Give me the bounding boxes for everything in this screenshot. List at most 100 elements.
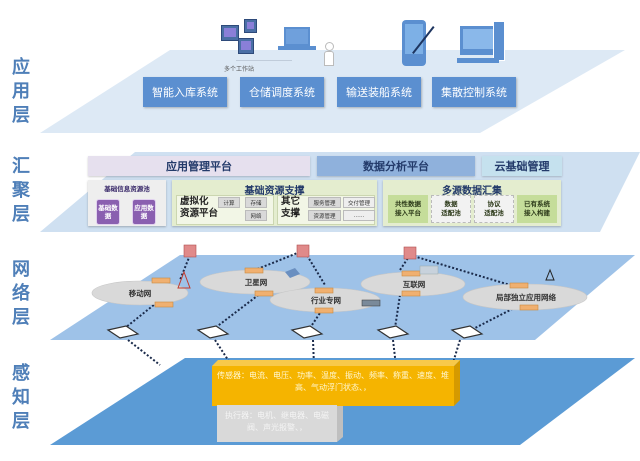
actuator-text: 执行器：电机、继电器、电磁阀、声光报警、， <box>225 411 329 432</box>
router-icon <box>519 304 539 311</box>
label-line: 支撑 <box>281 208 301 219</box>
label-line: 共性数据 <box>395 200 421 208</box>
label-line: 适配池 <box>484 209 504 217</box>
sensor-block-top <box>212 360 460 366</box>
wireless-router-icon <box>361 299 381 307</box>
header-data-analysis-platform[interactable]: 数据分析平台 <box>317 156 475 176</box>
gateway-icon <box>450 325 484 339</box>
common-data-access-platform[interactable]: 共性数据接入平台 <box>388 195 428 223</box>
header-label: 数据分析平台 <box>363 160 429 173</box>
label-char: 层 <box>12 411 30 432</box>
protocol-adapter-pool[interactable]: 协议适配池 <box>474 195 514 223</box>
data-adapter-pool[interactable]: 数据适配池 <box>431 195 471 223</box>
router-icon <box>154 301 174 308</box>
system-warehouse-scheduling[interactable]: 仓储调度系统 <box>240 77 324 107</box>
db-label: 应用数据 <box>134 204 154 220</box>
system-smart-inbound[interactable]: 智能入库系统 <box>143 77 227 107</box>
cloud-industry-private-network[interactable]: 行业专网 <box>311 296 341 305</box>
satellite-icon <box>285 268 300 278</box>
label-char: 聚 <box>12 180 30 201</box>
pc-tower <box>493 21 505 61</box>
desktop-computer-icon <box>460 26 496 55</box>
actuator-block-side <box>337 400 343 442</box>
label-line: 协议 <box>487 200 501 208</box>
router-icon <box>244 267 264 274</box>
resource-management-chip[interactable]: 资源管理 <box>308 210 341 221</box>
beacon-icon <box>545 268 555 281</box>
label-line: 数据 <box>444 200 458 208</box>
label-char: 层 <box>12 307 30 328</box>
laptop-icon <box>284 27 310 46</box>
network-chip[interactable]: 网络 <box>245 210 267 221</box>
gateway-icon <box>376 325 410 339</box>
label-line: 已有系统 <box>524 200 550 208</box>
resource-support-title: 基础资源支撑 <box>244 186 305 197</box>
gateway-devices <box>106 325 484 339</box>
system-label: 输送装船系统 <box>346 86 412 99</box>
system-dcs-control[interactable]: 集散控制系统 <box>432 77 516 107</box>
label-line: 资源平台 <box>180 208 219 219</box>
cloud-mobile-shape <box>91 280 189 306</box>
delivery-management-chip[interactable]: 交付管理 <box>343 197 375 208</box>
router-icon <box>314 307 334 314</box>
label-char: 网 <box>12 259 30 280</box>
database-basic-data-icon: 基础数据 <box>96 199 120 225</box>
antenna-tower-icon <box>177 270 191 289</box>
server-icon <box>183 244 197 258</box>
tablet-icon <box>402 20 426 66</box>
workstation-icon <box>238 38 254 54</box>
network-misc-icons <box>177 265 555 307</box>
layer-label-aggregation: 汇 聚 层 <box>10 155 32 227</box>
label-char: 用 <box>12 81 30 102</box>
header-label: 云基础管理 <box>494 160 550 173</box>
header-app-management-platform[interactable]: 应用管理平台 <box>88 156 310 176</box>
label-char: 层 <box>12 105 30 126</box>
other-support-label: 其它 支撑 <box>281 196 300 220</box>
system-label: 智能入库系统 <box>152 86 218 99</box>
label-char: 络 <box>12 283 30 304</box>
system-label: 仓储调度系统 <box>249 86 315 99</box>
database-app-data-icon: 应用数据 <box>132 199 156 225</box>
server-icon <box>403 246 417 260</box>
cloud-mobile-network[interactable]: 移动网 <box>128 289 152 298</box>
service-management-chip[interactable]: 服务管理 <box>308 197 341 208</box>
routers <box>151 267 539 314</box>
cloud-local-independent-network[interactable]: 局部独立应用网络 <box>496 293 556 302</box>
person-icon <box>324 42 334 66</box>
multi-source-title: 多源数据汇集 <box>442 186 502 197</box>
header-cloud-infra-management[interactable]: 云基础管理 <box>482 156 562 176</box>
label-char: 感 <box>12 363 30 384</box>
workstation-icon <box>221 25 239 41</box>
storage-chip[interactable]: 存储 <box>245 197 267 208</box>
header-label: 应用管理平台 <box>166 160 232 173</box>
layer-label-perception: 感 知 层 <box>10 362 32 434</box>
compute-chip[interactable]: 计算 <box>218 197 240 208</box>
router-icon <box>509 282 529 289</box>
workstation-icon <box>244 19 257 33</box>
more-chip[interactable]: …… <box>343 210 375 221</box>
server-icon <box>296 244 310 258</box>
keyboard-icon <box>457 58 499 63</box>
router-icon <box>401 290 421 297</box>
system-label: 集散控制系统 <box>441 86 507 99</box>
building-icon <box>419 265 439 275</box>
sensor-block[interactable]: 传感器：电流、电压、功率、温度、振动、频率、称重、速度、堆高、气动浮门状态、， <box>212 366 454 406</box>
router-icon <box>314 287 334 294</box>
layer-label-application: 应 用 层 <box>10 56 32 128</box>
legacy-system-access[interactable]: 已有系统接入构建 <box>517 195 557 223</box>
label-line: 其它 <box>281 196 301 207</box>
router-icon <box>151 277 171 284</box>
router-icon <box>401 270 421 277</box>
actuator-block[interactable]: 执行器：电机、继电器、电磁阀、声光报警、， <box>217 405 337 442</box>
label-line: 接入构建 <box>524 209 550 217</box>
application-layer-plane <box>40 50 625 133</box>
workstation-caption: 多个工作站 <box>224 66 255 73</box>
cloud-internet[interactable]: 互联网 <box>402 280 426 289</box>
sensor-block-side <box>454 360 460 406</box>
cloud-satellite-network[interactable]: 卫星网 <box>244 278 268 287</box>
info-pool-title: 基础信息资源池 <box>104 185 150 193</box>
label-char: 层 <box>12 204 30 225</box>
router-icon <box>254 290 274 297</box>
system-conveyor-shipping[interactable]: 输送装船系统 <box>337 77 421 107</box>
db-label: 基础数据 <box>98 204 118 220</box>
